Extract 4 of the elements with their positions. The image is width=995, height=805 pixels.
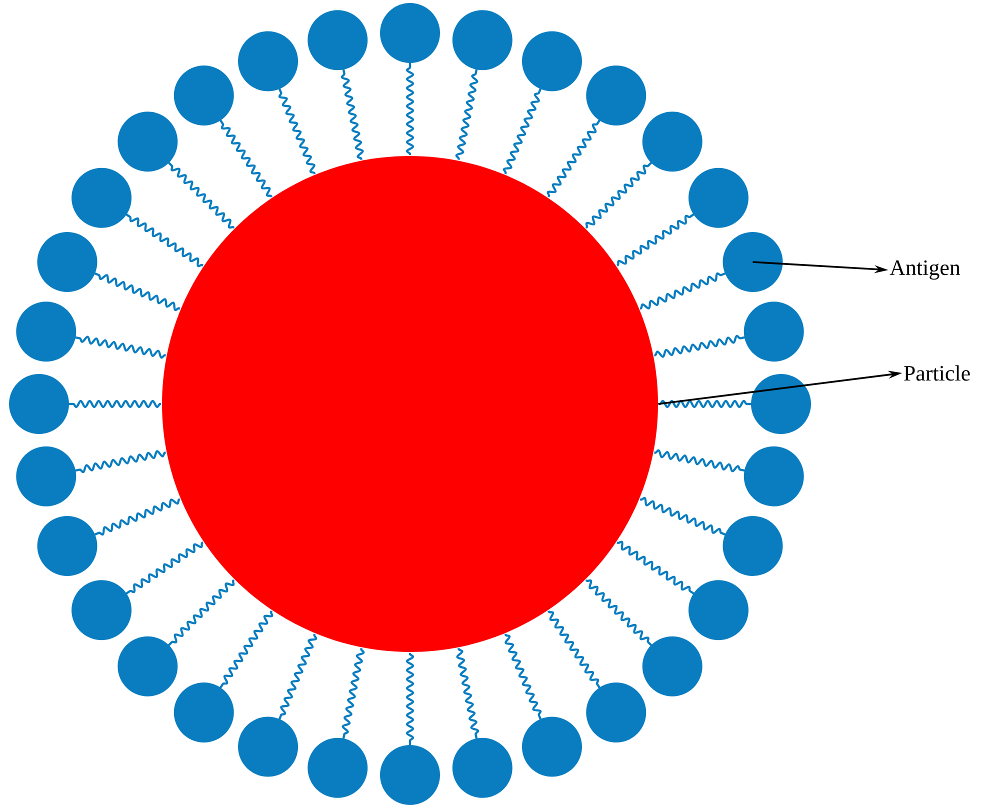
particle-circle (162, 156, 658, 652)
label-text: Particle (904, 365, 970, 381)
label-text: Antigen (890, 260, 960, 280)
antigen-circle (722, 232, 783, 292)
